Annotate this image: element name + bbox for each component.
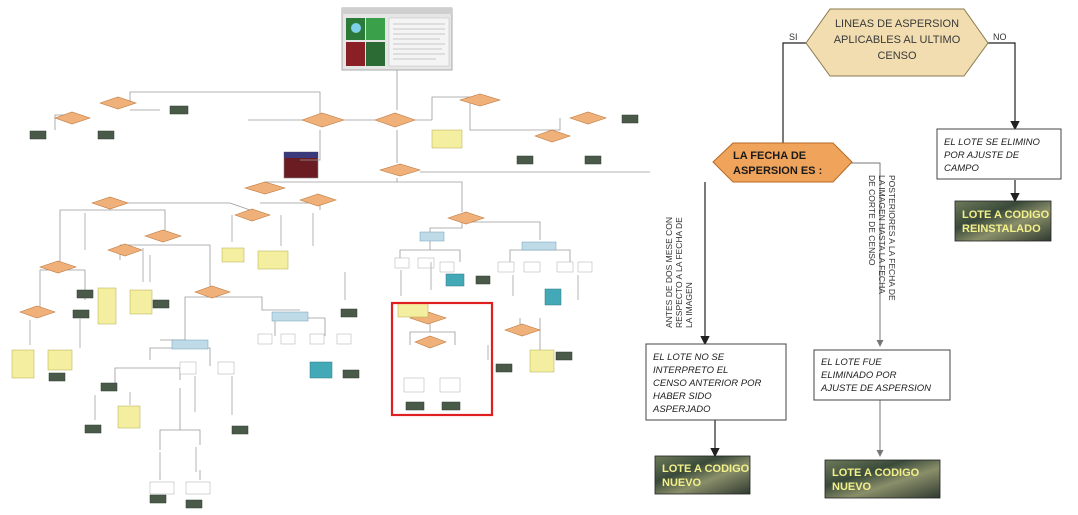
decision-aspersion-line-2: APLICABLES AL ULTIMO bbox=[834, 34, 961, 46]
decision-date-line-1: LA FECHA DE bbox=[733, 150, 806, 162]
condition-after-label: POSTERIORES A LA FECHA DE LA IMAGEN HAST… bbox=[867, 175, 897, 301]
decision-aspersion-lines: LINEAS DE ASPERSION APLICABLES AL ULTIMO… bbox=[805, 8, 989, 77]
highlight-box bbox=[390, 301, 494, 417]
result-new-left-line-2: NUEVO bbox=[662, 477, 702, 489]
box-not-interpreted-line-4: HABER SIDO bbox=[653, 391, 712, 402]
condition-after-line-2: LA IMAGEN HASTA LA FECHA bbox=[877, 175, 887, 294]
result-reinstalled: LOTE A CODIGO REINSTALADO bbox=[954, 200, 1052, 242]
box-not-interpreted-line-2: INTERPRETO EL bbox=[653, 365, 728, 376]
box-eliminated-aspersion-line-3: AJUSTE DE ASPERSION bbox=[820, 383, 931, 394]
condition-after-line-3: DE CORTE DE CENSO bbox=[867, 175, 877, 266]
branch-label-yes: SI bbox=[789, 32, 798, 42]
branch-label-no: NO bbox=[993, 32, 1007, 42]
result-new-right-line-2: NUEVO bbox=[832, 481, 872, 493]
overview-flowchart-thumbnail bbox=[11, 7, 650, 509]
result-reinstalled-line-2: REINSTALADO bbox=[962, 223, 1041, 235]
connector-lines bbox=[700, 42, 1020, 458]
box-not-interpreted-line-1: EL LOTE NO SE bbox=[653, 352, 725, 363]
result-reinstalled-line-1: LOTE A CODIGO bbox=[962, 209, 1050, 221]
overview-photo-panel bbox=[341, 7, 453, 71]
result-new-left: LOTE A CODIGO NUEVO bbox=[654, 455, 751, 495]
condition-after-line-1: POSTERIORES A LA FECHA DE bbox=[887, 175, 897, 301]
box-eliminated-aspersion: EL LOTE FUE ELIMINADO POR AJUSTE DE ASPE… bbox=[813, 349, 951, 401]
box-not-interpreted-line-3: CENSO ANTERIOR POR bbox=[653, 378, 762, 389]
result-new-right-line-1: LOTE A CODIGO bbox=[832, 467, 920, 479]
condition-before-line-2: RESPECTO A LA FECHA DE bbox=[674, 217, 684, 328]
result-new-right: LOTE A CODIGO NUEVO bbox=[824, 459, 941, 499]
box-not-interpreted-line-5: ASPERJADO bbox=[652, 404, 711, 415]
condition-before-label: ANTES DE DOS MESE CON RESPECTO A LA FECH… bbox=[664, 217, 694, 328]
condition-before-line-1: ANTES DE DOS MESE CON bbox=[664, 217, 674, 328]
decision-aspersion-line-1: LINEAS DE ASPERSION bbox=[835, 18, 959, 30]
box-eliminated-field-line-3: CAMPO bbox=[944, 163, 979, 174]
result-new-left-line-1: LOTE A CODIGO bbox=[662, 463, 750, 475]
box-eliminated-aspersion-line-1: EL LOTE FUE bbox=[821, 357, 882, 368]
main-flowchart: SI NO LINEAS DE ASPERSION APLICABLES AL … bbox=[645, 8, 1062, 499]
box-eliminated-aspersion-line-2: ELIMINADO POR bbox=[821, 370, 897, 381]
box-eliminated-field-line-1: EL LOTE SE ELIMINO bbox=[944, 137, 1041, 148]
condition-before-line-3: LA IMAGEN bbox=[684, 282, 694, 328]
decision-aspersion-date: LA FECHA DE ASPERSION ES : bbox=[712, 142, 853, 183]
box-eliminated-field: EL LOTE SE ELIMINO POR AJUSTE DE CAMPO bbox=[936, 128, 1062, 180]
decision-aspersion-line-3: CENSO bbox=[877, 50, 917, 62]
box-not-interpreted: EL LOTE NO SE INTERPRETO EL CENSO ANTERI… bbox=[645, 343, 787, 421]
decision-date-line-2: ASPERSION ES : bbox=[733, 165, 822, 177]
box-eliminated-field-line-2: POR AJUSTE DE bbox=[944, 150, 1020, 161]
